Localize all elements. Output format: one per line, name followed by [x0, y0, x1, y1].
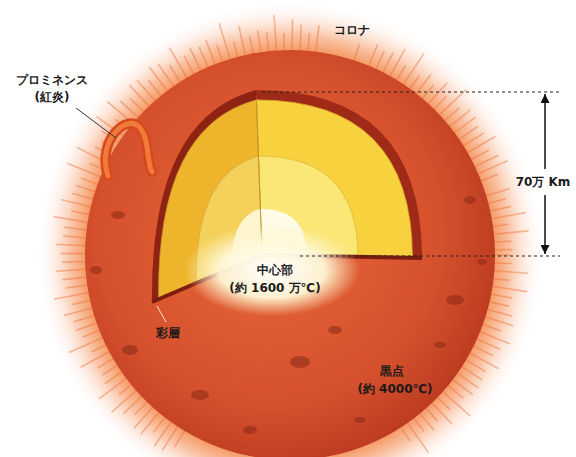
dimension-arrow	[544, 94, 546, 169]
dimension-label: 70万 Km	[516, 175, 571, 190]
chromosphere-label: 彩層	[156, 326, 180, 341]
core-glow	[184, 224, 360, 316]
sun-surface	[85, 50, 495, 457]
prominence	[105, 123, 152, 176]
core-temperature: (約 1600 万℃)	[229, 281, 320, 296]
sunspot-temperature: (約 4000℃)	[357, 382, 432, 397]
prominence-label: (紅炎)	[35, 90, 70, 105]
core-label: 中心部	[257, 263, 293, 278]
prominence-label: プロミネンス	[16, 73, 88, 88]
leader-line	[157, 306, 166, 322]
corona-label: コロナ	[334, 23, 370, 38]
corona-glow	[35, 0, 545, 457]
dimension-guide	[262, 92, 560, 93]
sunspot-label: 黒点	[380, 364, 404, 379]
dimension-guide	[300, 256, 560, 257]
sunspots	[90, 196, 487, 434]
dimension-arrow	[544, 195, 546, 254]
leader-line	[76, 108, 116, 138]
